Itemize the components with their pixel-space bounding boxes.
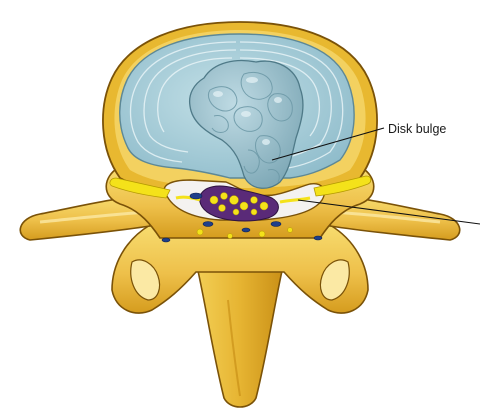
spinous-process: [196, 262, 284, 407]
disk-bulge-label: Disk bulge: [388, 122, 446, 136]
